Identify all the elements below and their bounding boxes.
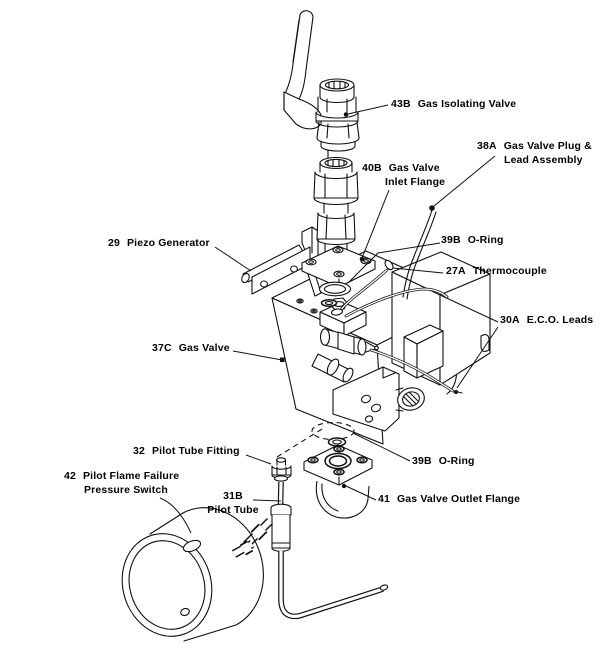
- label-eco-leads: 30A E.C.O. Leads: [500, 314, 593, 328]
- part-name-line2: Inlet Flange: [385, 175, 446, 188]
- part-number: 42: [64, 470, 76, 482]
- label-pressure-switch: 42 Pilot Flame Failure Pressure Switch: [64, 470, 179, 497]
- part-number: 30A: [500, 314, 520, 326]
- part-number: 39B: [412, 455, 432, 467]
- part-name: Pilot Flame Failure: [82, 470, 180, 482]
- label-oring-upper: 39B O-Ring: [441, 234, 504, 248]
- part-name: Gas Valve: [178, 342, 230, 354]
- valve-mechanism-drawing: [311, 297, 425, 432]
- eco-leads-drawing: [344, 287, 463, 394]
- part-name: O-Ring: [467, 234, 504, 246]
- label-outlet-flange: 41 Gas Valve Outlet Flange: [378, 493, 520, 507]
- label-pilot-tube-fitting: 32 Pilot Tube Fitting: [133, 445, 240, 459]
- pilot-tube-fitting-drawing: [271, 457, 292, 482]
- part-number: 38A: [477, 140, 497, 152]
- label-piezo-generator: 29 Piezo Generator: [108, 237, 210, 251]
- gas-isolating-valve-drawing: [283, 10, 360, 161]
- part-name: Thermocouple: [472, 265, 547, 277]
- label-oring-lower: 39B O-Ring: [412, 455, 475, 469]
- part-number: 32: [133, 445, 145, 457]
- part-name: Gas Isolating Valve: [417, 98, 517, 110]
- part-name: Pilot Tube Fitting: [151, 445, 240, 457]
- part-name: Pilot Tube: [207, 503, 259, 516]
- oring-upper-drawing: [318, 281, 352, 307]
- oring-lower-drawing: [276, 421, 355, 458]
- part-name-line2: Lead Assembly: [504, 153, 583, 166]
- part-number: 40B: [362, 162, 382, 174]
- part-name: Gas Valve: [388, 162, 440, 174]
- part-name: E.C.O. Leads: [526, 314, 594, 326]
- pressure-switch-drawing: [121, 507, 264, 642]
- piezo-generator-drawing: [241, 226, 326, 297]
- inlet-flange-drawing: [301, 156, 376, 288]
- part-name: O-Ring: [438, 455, 475, 467]
- part-name: Gas Valve Plug &: [503, 140, 592, 152]
- part-number: 29: [108, 237, 120, 249]
- part-name-line2: Pressure Switch: [84, 483, 168, 496]
- part-number: 41: [378, 493, 390, 505]
- part-number: 39B: [441, 234, 461, 246]
- plug-lead-assembly-drawing: [402, 205, 437, 300]
- leader-lines: [159, 104, 499, 534]
- label-plug-lead-assembly: 38A Gas Valve Plug & Lead Assembly: [477, 140, 592, 167]
- thermocouple-drawing: [331, 259, 394, 316]
- part-number: 31B: [223, 490, 243, 502]
- label-thermocouple: 27A Thermocouple: [446, 265, 547, 279]
- label-gas-valve: 37C Gas Valve: [152, 342, 230, 356]
- label-gas-isolating-valve: 43B Gas Isolating Valve: [391, 98, 516, 112]
- pilot-tube-drawing: [240, 481, 389, 620]
- part-number: 27A: [446, 265, 466, 277]
- label-pilot-tube: 31B Pilot Tube: [203, 490, 263, 517]
- part-number: 37C: [152, 342, 172, 354]
- label-inlet-flange: 40B Gas Valve Inlet Flange: [362, 162, 445, 189]
- part-name: Gas Valve Outlet Flange: [396, 493, 521, 505]
- outlet-flange-drawing: [303, 444, 373, 519]
- part-number: 43B: [391, 98, 411, 110]
- part-name: Piezo Generator: [126, 237, 210, 249]
